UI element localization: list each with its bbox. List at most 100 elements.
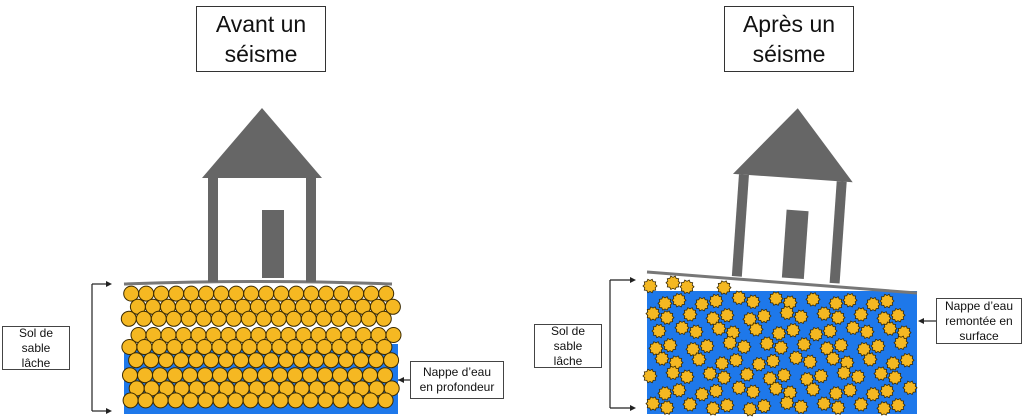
sand-grain	[805, 292, 821, 307]
sand-grain	[728, 352, 744, 368]
sand-grain	[152, 367, 168, 384]
title-after: Après un séisme	[724, 6, 854, 72]
sand-grain	[241, 339, 258, 355]
sand-grain	[255, 310, 272, 327]
sand-grain	[226, 339, 243, 355]
sand-grain	[879, 383, 895, 399]
sand-grain	[842, 382, 858, 398]
sand-grain	[645, 306, 661, 321]
sand-grain	[123, 285, 140, 302]
sand-grain	[845, 320, 861, 336]
sand-grain	[645, 396, 661, 411]
sand-grain	[331, 339, 348, 355]
sand-grain	[316, 339, 333, 355]
sand-grain	[802, 354, 818, 370]
sand-grain	[285, 310, 302, 327]
sand-grain	[383, 352, 400, 369]
sand-grain	[302, 367, 318, 384]
sand-grain	[362, 392, 379, 409]
sand-grain	[665, 365, 681, 381]
door	[262, 210, 284, 278]
sand-grain	[773, 340, 789, 355]
wall-left	[731, 174, 749, 277]
sand-grain	[256, 339, 273, 355]
sand-grain	[731, 380, 747, 396]
sand-grain	[263, 352, 280, 369]
sand-grain	[122, 367, 138, 384]
sand-grain	[865, 296, 881, 312]
sand-grain	[347, 392, 364, 409]
before-panel	[91, 108, 410, 414]
sand-grain	[765, 353, 781, 369]
sand-grain	[796, 337, 812, 352]
sand-grain	[120, 310, 137, 327]
sand-grain	[195, 310, 212, 327]
sand-grain	[682, 307, 698, 322]
soil-bracket-before	[91, 281, 112, 414]
sand-grain	[805, 382, 821, 397]
sand-grain	[158, 352, 175, 369]
sand-grain	[842, 292, 858, 308]
sand-grain	[779, 395, 795, 411]
sand-grain	[674, 320, 690, 336]
sand-grain	[122, 392, 139, 409]
sand-grains-after	[642, 275, 918, 417]
sand-grain	[876, 401, 892, 416]
sand-grain	[121, 339, 138, 355]
sand-grain	[168, 285, 185, 302]
sand-grain	[782, 385, 798, 400]
sand-grain	[203, 352, 220, 369]
sand-grain	[859, 324, 875, 340]
sand-grain	[890, 307, 906, 323]
water-label-after: Nappe d’eau remontée en surface	[936, 298, 1022, 344]
sand-grain	[143, 352, 160, 369]
sand-grain	[659, 400, 675, 415]
sand-grain	[197, 392, 214, 409]
sand-grain	[385, 327, 402, 343]
sand-grain	[885, 356, 901, 371]
roof	[732, 108, 853, 183]
sand-grain	[682, 397, 698, 412]
sand-grain	[816, 306, 832, 321]
sand-grain	[317, 367, 333, 384]
sand-grain	[377, 367, 393, 384]
sand-grain	[363, 285, 380, 302]
sand-grain	[736, 339, 752, 355]
sand-grain	[657, 296, 673, 311]
sand-grain	[302, 392, 319, 409]
sand-grain	[273, 285, 290, 302]
sand-grain	[679, 279, 695, 295]
sand-grain	[301, 339, 318, 355]
sand-grain	[384, 298, 401, 315]
sand-grain	[242, 367, 258, 384]
sand-grain	[258, 285, 275, 302]
wall-right	[306, 178, 316, 282]
sand-grain	[181, 339, 198, 355]
sand-grain	[731, 290, 747, 306]
sand-grain	[286, 339, 303, 355]
sand-grain	[288, 285, 305, 302]
sand-grain	[300, 310, 317, 327]
sand-grain	[182, 392, 199, 409]
sand-grain	[180, 310, 197, 327]
sand-grain	[836, 365, 852, 381]
sand-grain	[188, 352, 205, 369]
sand-grain	[137, 392, 154, 409]
sand-grain	[782, 295, 798, 310]
sand-grain	[899, 352, 915, 368]
sand-grain	[196, 339, 213, 355]
sand-grain	[853, 307, 869, 322]
sand-grain	[323, 352, 340, 369]
sand-grain	[756, 308, 772, 324]
sand-grain	[198, 285, 215, 302]
sand-grain	[173, 352, 190, 369]
sand-grain	[227, 392, 244, 409]
sand-grain	[742, 401, 758, 417]
sand-grain	[879, 293, 895, 309]
sand-grain	[745, 294, 761, 310]
sand-grain	[890, 397, 906, 413]
sand-grain	[808, 326, 824, 342]
sand-grain	[671, 292, 687, 308]
sand-grain	[287, 367, 303, 384]
